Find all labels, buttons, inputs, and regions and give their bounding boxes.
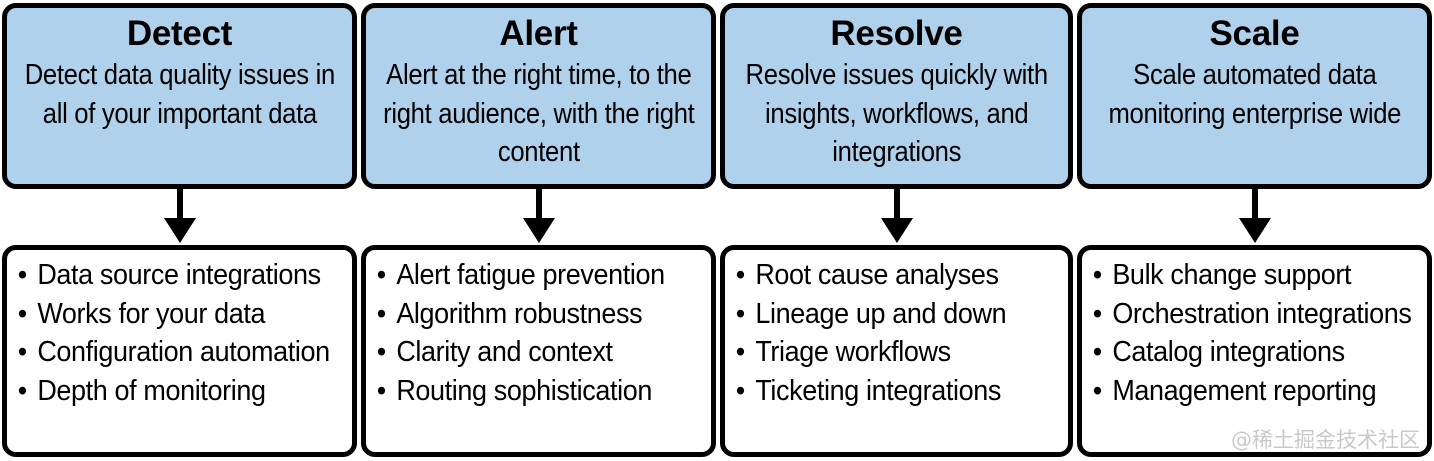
bullet-list-alert: Alert fatigue prevention Algorithm robus… [374, 256, 705, 410]
stage-header-card-alert[interactable]: Alert Alert at the right time, to the ri… [361, 3, 716, 189]
list-item: Ticketing integrations [733, 372, 1068, 411]
list-item: Lineage up and down [733, 295, 1068, 334]
stage-column-scale: Scale Scale automated data monitoring en… [1075, 0, 1434, 461]
stage-column-alert: Alert Alert at the right time, to the ri… [359, 0, 718, 461]
bullet-list-scale: Bulk change support Orchestration integr… [1090, 256, 1421, 410]
list-item: Catalog integrations [1090, 333, 1427, 372]
list-item: Routing sophistication [374, 372, 711, 411]
down-arrow-icon [163, 189, 196, 243]
stage-title-detect: Detect [126, 14, 233, 53]
list-item: Clarity and context [374, 333, 711, 372]
stage-detail-card-resolve[interactable]: Root cause analyses Lineage up and down … [720, 245, 1073, 457]
list-item: Orchestration integrations [1090, 295, 1427, 334]
stage-header-card-scale[interactable]: Scale Scale automated data monitoring en… [1077, 3, 1432, 189]
list-item: Depth of monitoring [15, 372, 352, 411]
stage-detail-card-scale[interactable]: Bulk change support Orchestration integr… [1077, 245, 1432, 457]
stage-subtitle-detect: Detect data quality issues in all of you… [24, 59, 335, 130]
list-item: Alert fatigue prevention [374, 256, 711, 295]
down-arrow-icon [522, 189, 555, 243]
down-arrow-icon [1238, 189, 1271, 243]
stage-subtitle-resolve: Resolve issues quickly with insights, wo… [745, 59, 1048, 168]
stage-title-alert: Alert [499, 14, 578, 53]
stage-detail-card-alert[interactable]: Alert fatigue prevention Algorithm robus… [361, 245, 716, 457]
connector-arrow-resolve [720, 189, 1073, 245]
list-item: Works for your data [15, 295, 352, 334]
connector-arrow-scale [1077, 189, 1432, 245]
stage-column-detect: Detect Detect data quality issues in all… [0, 0, 359, 461]
list-item: Management reporting [1090, 372, 1427, 411]
connector-arrow-alert [361, 189, 716, 245]
stage-header-card-resolve[interactable]: Resolve Resolve issues quickly with insi… [720, 3, 1073, 189]
connector-arrow-detect [2, 189, 357, 245]
list-item: Triage workflows [733, 333, 1068, 372]
stage-subtitle-alert: Alert at the right time, to the right au… [382, 59, 695, 168]
stage-title-scale: Scale [1209, 14, 1300, 53]
list-item: Bulk change support [1090, 256, 1427, 295]
stage-subtitle-scale: Scale automated data monitoring enterpri… [1108, 59, 1401, 130]
stage-detail-card-detect[interactable]: Data source integrations Works for your … [2, 245, 357, 457]
list-item: Root cause analyses [733, 256, 1068, 295]
bullet-list-detect: Data source integrations Works for your … [15, 256, 346, 410]
list-item: Algorithm robustness [374, 295, 711, 334]
stage-header-card-detect[interactable]: Detect Detect data quality issues in all… [2, 3, 357, 189]
stage-title-resolve: Resolve [830, 14, 963, 53]
down-arrow-icon [880, 189, 913, 243]
bullet-list-resolve: Root cause analyses Lineage up and down … [733, 256, 1062, 410]
list-item: Configuration automation [15, 333, 352, 372]
stage-column-resolve: Resolve Resolve issues quickly with insi… [718, 0, 1075, 461]
list-item: Data source integrations [15, 256, 352, 295]
